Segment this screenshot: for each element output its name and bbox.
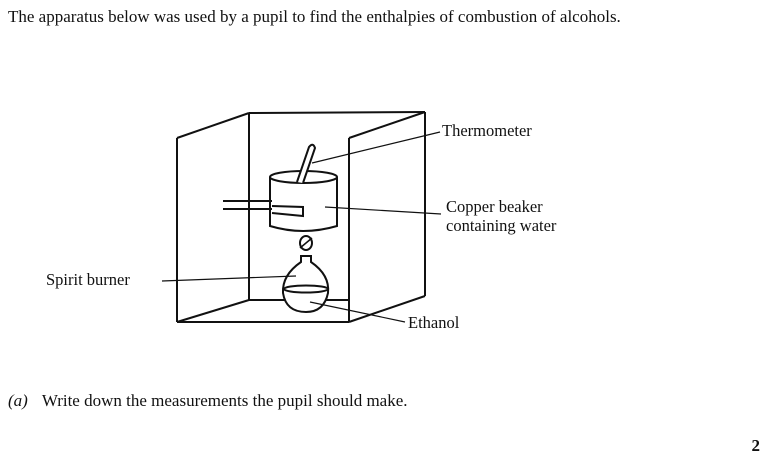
intro-text: The apparatus below was used by a pupil …	[8, 7, 621, 26]
spirit-burner	[281, 235, 330, 314]
thermometer-label: Thermometer	[442, 121, 532, 140]
clamp	[223, 200, 304, 218]
leader-lines	[161, 131, 442, 323]
beaker-label-line1: Copper beaker	[446, 197, 543, 216]
question-a: (a) Write down the measurements the pupil…	[8, 391, 408, 411]
beaker-label-line2: containing water	[446, 216, 557, 235]
question-text: Write down the measurements the pupil sh…	[41, 391, 408, 410]
marks-value: 2	[751, 436, 761, 455]
draught-shield-box	[176, 111, 426, 323]
thermometer	[296, 143, 317, 184]
ethanol-label: Ethanol	[408, 313, 460, 332]
burner-label: Spirit burner	[46, 270, 130, 289]
question-part-label: (a)	[8, 391, 28, 410]
